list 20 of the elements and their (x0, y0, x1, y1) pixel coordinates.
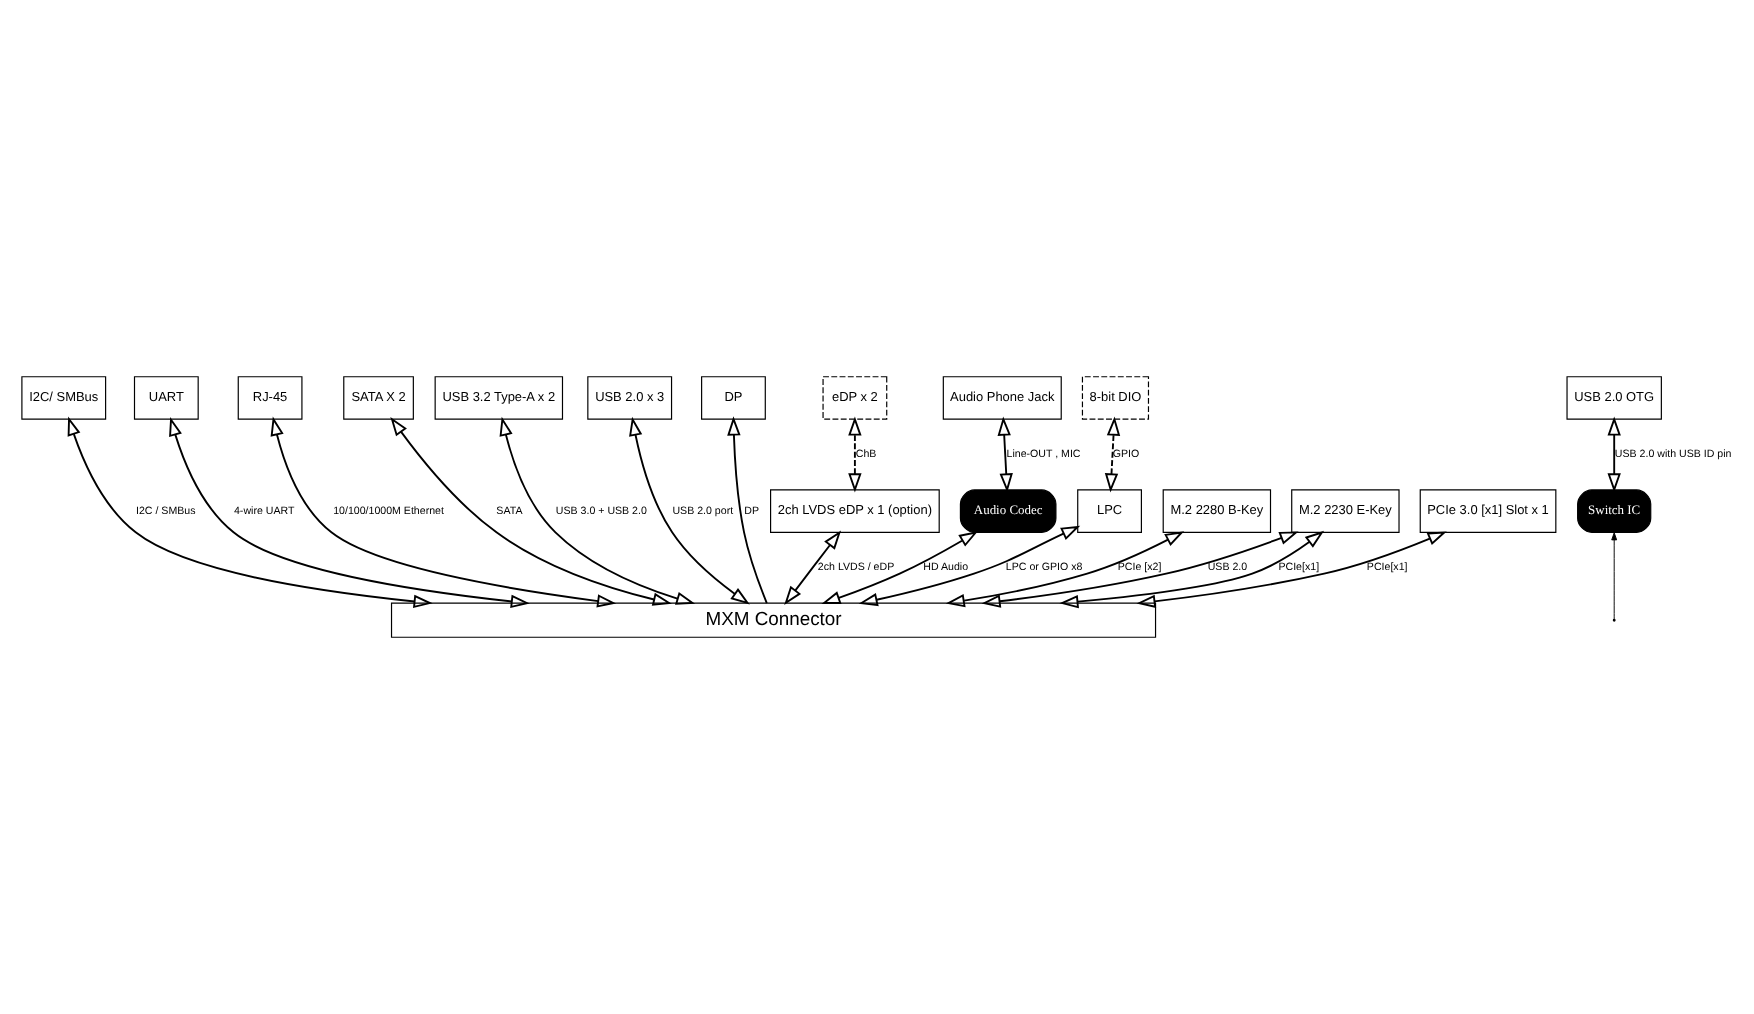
arrow (821, 531, 979, 604)
arrow (390, 416, 672, 606)
arrow (67, 416, 433, 609)
arrow (784, 530, 842, 606)
arrow (727, 416, 768, 604)
arrow (169, 416, 530, 609)
arrow (997, 416, 1013, 493)
arrow (629, 416, 750, 605)
arrow (1607, 416, 1621, 493)
arrow (270, 416, 617, 608)
arrow (981, 531, 1299, 608)
arrow (1136, 531, 1447, 608)
arrow (1059, 530, 1325, 609)
arrow (1104, 416, 1121, 493)
node-box: MXM Connector (390, 602, 1157, 638)
arrow (945, 531, 1185, 608)
arrow (1611, 532, 1618, 620)
arrow (858, 525, 1081, 607)
arrow (848, 416, 862, 493)
arrow (499, 416, 696, 605)
